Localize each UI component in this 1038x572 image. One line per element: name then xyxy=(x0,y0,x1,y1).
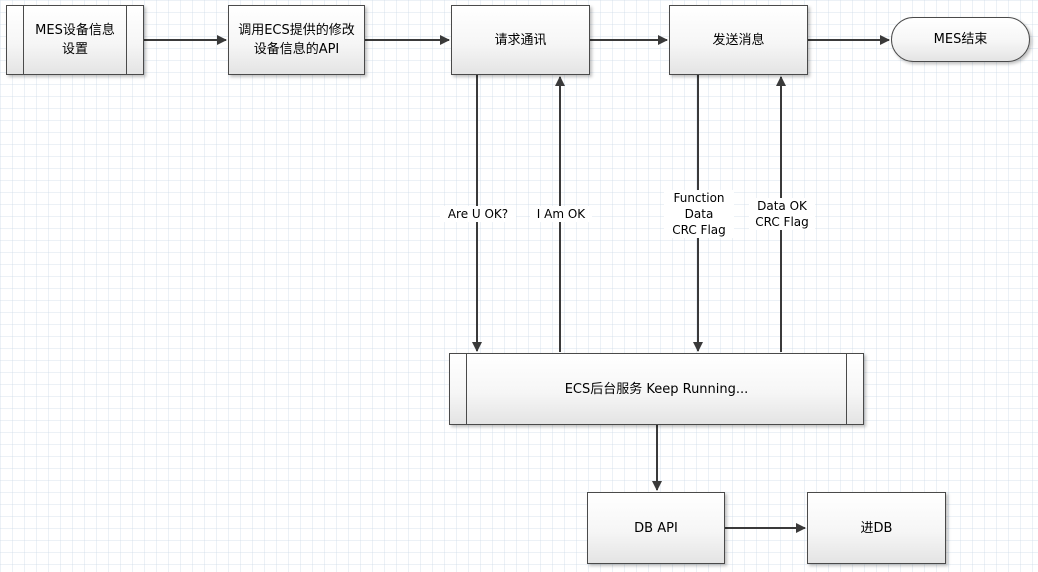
ecs-service-label: ECS后台服务 Keep Running... xyxy=(564,381,749,397)
subprocess-right-bar xyxy=(126,6,127,74)
send-msg-node[interactable]: 发送消息 xyxy=(669,5,808,75)
function-data-crc-label: Function Data CRC Flag xyxy=(664,190,734,238)
db-api-node[interactable]: DB API xyxy=(587,492,725,564)
i-am-ok-label: I Am OK xyxy=(530,206,592,222)
mes-end-node[interactable]: MES结束 xyxy=(891,17,1030,62)
mes-setting-node[interactable]: MES设备信息设置 xyxy=(6,5,144,75)
call-api-node[interactable]: 调用ECS提供的修改设备信息的API xyxy=(228,5,365,75)
subprocess-right-bar xyxy=(846,354,847,424)
subprocess-left-bar xyxy=(466,354,467,424)
ecs-service-node[interactable]: ECS后台服务 Keep Running... xyxy=(449,353,864,425)
into-db-label: 进DB xyxy=(860,520,893,536)
request-comm-node[interactable]: 请求通讯 xyxy=(451,5,590,75)
into-db-node[interactable]: 进DB xyxy=(807,492,946,564)
subprocess-left-bar xyxy=(23,6,24,74)
are-u-ok-label: Are U OK? xyxy=(440,206,516,222)
data-ok-crc-label: Data OK CRC Flag xyxy=(749,198,815,230)
call-api-label: 调用ECS提供的修改设备信息的API xyxy=(238,23,355,57)
mes-end-label: MES结束 xyxy=(933,32,988,47)
request-comm-label: 请求通讯 xyxy=(494,32,547,48)
db-api-label: DB API xyxy=(634,520,678,536)
send-msg-label: 发送消息 xyxy=(712,32,765,48)
mes-setting-label: MES设备信息设置 xyxy=(35,23,115,57)
